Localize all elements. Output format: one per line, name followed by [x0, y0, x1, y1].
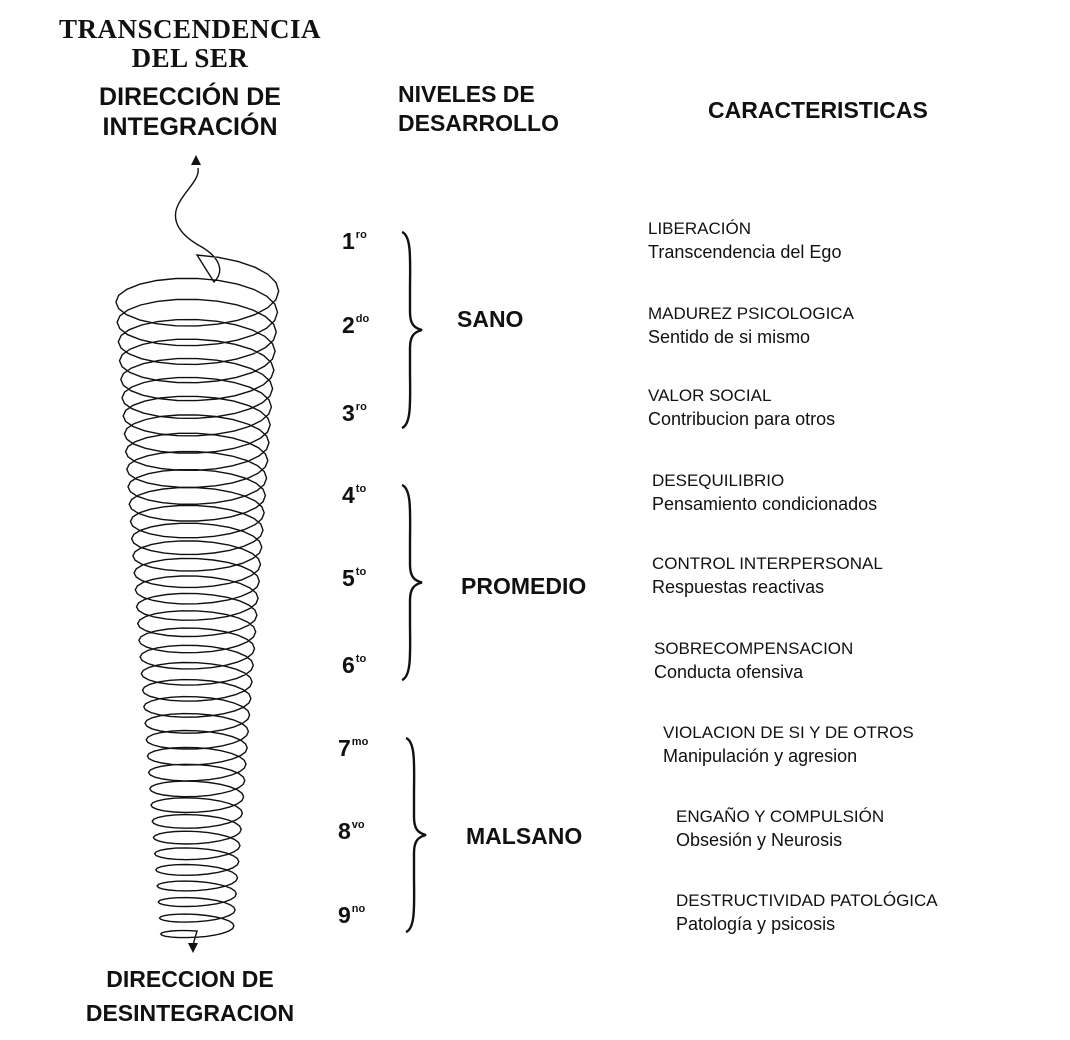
characteristics-column-header: CARACTERISTICAS	[708, 97, 928, 123]
level-ordinal-suffix: to	[355, 566, 367, 578]
characteristic-title: VIOLACION DE SI Y DE OTROS	[663, 723, 914, 742]
characteristic-description: Obsesión y Neurosis	[676, 830, 843, 850]
level-number: 3ro	[342, 400, 367, 427]
characteristic-title: LIBERACIÓN	[648, 219, 751, 238]
level-digit: 2	[342, 312, 355, 338]
characteristic-title: VALOR SOCIAL	[648, 386, 772, 405]
group-label: SANO	[457, 306, 524, 332]
disintegration-direction-title: DIRECCION DE DESINTEGRACION	[40, 962, 340, 1030]
level-number: 6to	[342, 652, 366, 679]
level-digit: 4	[342, 482, 355, 508]
level-number: 5to	[342, 565, 366, 592]
level-digit: 1	[342, 228, 355, 254]
characteristic-description: Pensamiento condicionados	[652, 494, 878, 514]
level-ordinal-suffix: ro	[355, 229, 367, 241]
level-digit: 3	[342, 400, 355, 426]
characteristic-item: ENGAÑO Y COMPULSIÓN Obsesión y Neurosis	[676, 806, 884, 852]
group-label: MALSANO	[466, 823, 583, 849]
curly-brace	[401, 483, 423, 682]
level-ordinal-suffix: mo	[351, 736, 369, 748]
characteristic-title: ENGAÑO Y COMPULSIÓN	[676, 807, 885, 826]
level-number: 2do	[342, 312, 369, 339]
disintegration-title-line2: DESINTEGRACION	[85, 1000, 295, 1026]
levels-header-line1: NIVELES DE	[398, 81, 535, 107]
level-ordinal-suffix: no	[351, 903, 366, 915]
characteristic-description: Respuestas reactivas	[652, 577, 825, 597]
transcendence-title: TRANSCENDENCIA DEL SER	[0, 14, 380, 74]
level-number: 8vo	[338, 818, 365, 845]
level-ordinal-suffix: do	[355, 313, 370, 325]
brace-group	[401, 230, 427, 934]
up-arrow-icon	[191, 155, 201, 165]
characteristic-item: VIOLACION DE SI Y DE OTROS Manipulación y…	[663, 722, 914, 768]
level-ordinal-suffix: vo	[351, 819, 365, 831]
characteristic-item: VALOR SOCIAL Contribucion para otros	[648, 385, 835, 431]
level-ordinal-suffix: to	[355, 653, 367, 665]
curly-brace	[405, 736, 427, 934]
characteristic-description: Sentido de si mismo	[648, 327, 811, 347]
level-number: 4to	[342, 482, 366, 509]
group-label: PROMEDIO	[461, 573, 587, 599]
level-digit: 7	[338, 735, 351, 761]
spiral-coil	[115, 167, 280, 946]
down-arrow-icon	[188, 943, 198, 953]
characteristic-title: MADUREZ PSICOLOGICA	[648, 304, 854, 323]
characteristic-item: LIBERACIÓN Transcendencia del Ego	[648, 218, 841, 264]
characteristic-item: MADUREZ PSICOLOGICA Sentido de si mismo	[648, 303, 854, 349]
characteristic-description: Contribucion para otros	[648, 409, 836, 429]
level-number: 1ro	[342, 228, 367, 255]
characteristic-item: DESTRUCTIVIDAD PATOLÓGICA Patología y psi…	[676, 890, 938, 936]
level-number: 9no	[338, 902, 365, 929]
characteristic-title: CONTROL INTERPERSONAL	[652, 554, 883, 573]
characteristic-item: DESEQUILIBRIO Pensamiento condicionados	[652, 470, 877, 516]
transcendence-title-line2: DEL SER	[131, 43, 249, 73]
level-digit: 8	[338, 818, 351, 844]
characteristic-description: Manipulación y agresion	[663, 746, 858, 766]
characteristic-item: CONTROL INTERPERSONAL Respuestas reactiva…	[652, 553, 883, 599]
levels-header-line2: DESARROLLO	[398, 110, 559, 136]
levels-column-header: NIVELES DE DESARROLLO	[398, 80, 559, 138]
level-ordinal-suffix: to	[355, 483, 367, 495]
level-digit: 9	[338, 902, 351, 928]
curly-brace	[401, 230, 423, 430]
characteristic-title: DESEQUILIBRIO	[652, 471, 785, 490]
characteristic-description: Patología y psicosis	[676, 914, 836, 934]
level-digit: 6	[342, 652, 355, 678]
disintegration-title-line1: DIRECCION DE	[106, 966, 274, 992]
characteristic-description: Conducta ofensiva	[654, 662, 804, 682]
integration-title-line1: DIRECCIÓN DE	[99, 83, 281, 111]
integration-title-line2: INTEGRACIÓN	[102, 113, 278, 141]
level-digit: 5	[342, 565, 355, 591]
integration-direction-title: DIRECCIÓN DE INTEGRACIÓN	[40, 82, 340, 142]
characteristic-item: SOBRECOMPENSACION Conducta ofensiva	[654, 638, 853, 684]
spiral	[115, 167, 280, 946]
transcendence-title-line1: TRANSCENDENCIA	[58, 14, 322, 44]
level-ordinal-suffix: ro	[355, 401, 367, 413]
level-number: 7mo	[338, 735, 368, 762]
characteristic-description: Transcendencia del Ego	[648, 242, 842, 262]
characteristic-title: DESTRUCTIVIDAD PATOLÓGICA	[676, 891, 938, 910]
characteristic-title: SOBRECOMPENSACION	[654, 639, 854, 658]
